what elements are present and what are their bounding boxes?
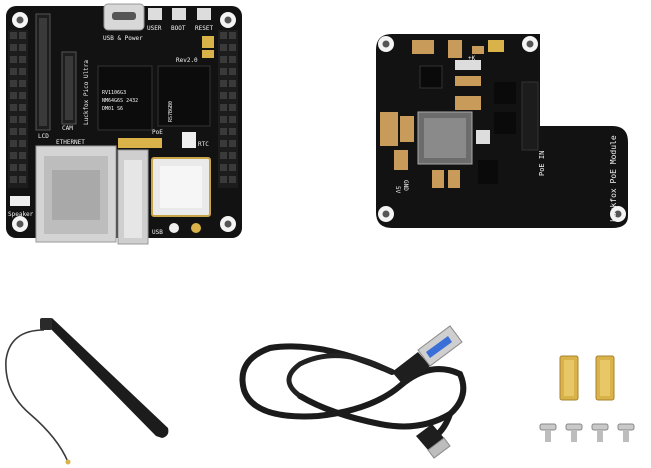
wifi-antenna — [5, 318, 169, 465]
chip-line-1: RV1106G3 — [102, 90, 126, 96]
chip2-label: RS7BGB0 — [168, 101, 174, 122]
silk-boot: BOOT — [171, 25, 186, 32]
speaker-connector — [10, 196, 30, 206]
flash-chip — [157, 65, 211, 127]
silk-cam: CAM — [62, 125, 73, 132]
screw — [617, 423, 635, 442]
silk-user: USER — [147, 25, 162, 32]
screw — [539, 423, 557, 442]
silk-speaker: Speaker — [8, 211, 34, 218]
capacitor — [412, 40, 434, 54]
chip-line-3: DM01 S6 — [102, 106, 123, 112]
silk-lcd: LCD — [38, 133, 49, 140]
soc-chip — [97, 65, 153, 131]
screws — [539, 423, 635, 442]
poe-module-title: Luckfox PoE Module — [609, 135, 618, 222]
silk-5v: 5V — [394, 186, 401, 194]
user-button-icon — [148, 8, 162, 20]
usb-c-plug — [416, 424, 451, 459]
antenna-body — [44, 318, 169, 438]
silk-poe: PoE — [152, 129, 163, 136]
silk-gnd: GND — [402, 180, 409, 191]
reset-button-icon — [197, 8, 211, 20]
right-pin-header — [218, 30, 238, 188]
silk-poe-in: PoE IN — [538, 151, 546, 176]
screw — [565, 423, 583, 442]
silk-usb: USB — [152, 229, 163, 236]
screw — [591, 423, 609, 442]
silk-reset: RESET — [195, 25, 213, 32]
luckfox-pico-ultra-board: USB & Power USER BOOT RESET Rev2.0 LCD C… — [6, 3, 242, 245]
chip-line-2: NM64G6S 2432 — [102, 98, 138, 104]
poe-header — [521, 81, 539, 151]
brass-standoffs — [559, 355, 615, 401]
usb-a-plug — [392, 325, 463, 386]
antenna-cable — [5, 329, 69, 463]
left-pin-header — [8, 30, 28, 188]
boot-button-icon — [172, 8, 186, 20]
antenna-connector — [191, 223, 201, 233]
usb-cable — [239, 325, 467, 459]
silk-ethernet: ETHERNET — [56, 139, 85, 146]
poe-header — [118, 138, 162, 148]
silk-rev: Rev2.0 — [176, 57, 198, 64]
poe-module-board: +K PoE IN Luckfox PoE Module GND 5V — [376, 34, 628, 228]
jumper-pad — [202, 36, 214, 48]
silk-rtc: RTC — [198, 141, 209, 148]
rtc-connector — [182, 132, 196, 148]
silk-usb-power: USB & Power — [103, 35, 143, 42]
silk-product: Luckfox Pico Ultra — [83, 60, 90, 125]
silk-plus-k: +K — [468, 55, 476, 62]
